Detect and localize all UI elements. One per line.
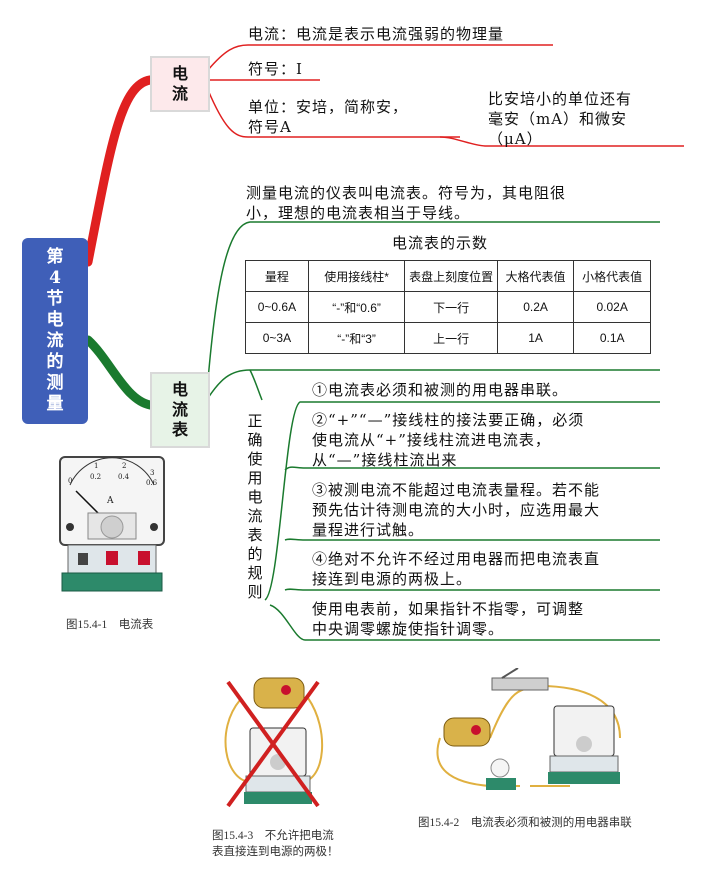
current-symbol: 符号：I xyxy=(248,60,303,78)
dial-label: 0.2 xyxy=(90,473,101,481)
rule-item: ②“+”“—”接线柱的接法要正确，必须 使电流从“+”接线柱流进电流表， 从“—… xyxy=(312,411,585,469)
root-title: 第4节电流的测量 xyxy=(46,247,64,414)
table-cell: “-”和“3” xyxy=(307,322,406,354)
table-header: 大格代表值 xyxy=(496,260,575,292)
series-circuit-illustration xyxy=(436,668,621,790)
table-header: 量程 xyxy=(245,260,309,292)
table-cell: 0.2A xyxy=(496,291,575,323)
rules-label: 正确使用电流表的规则 xyxy=(247,412,263,601)
fig2-caption: 图15.4-2 电流表必须和被测的用电器串联 xyxy=(418,817,632,829)
dial-label: 1 xyxy=(94,462,98,470)
table-header: 使用接线柱* xyxy=(307,260,406,292)
current-definition: 电流：电流是表示电流强弱的物理量 xyxy=(248,25,505,43)
fig1-caption: 图15.4-1 电流表 xyxy=(66,619,154,631)
ammeter-node-label: 电流表 xyxy=(171,380,188,439)
current-subunit: 比安培小的单位还有 毫安（mA）和微安 （μA） xyxy=(488,90,633,148)
table-row: 0~0.6A “-”和“0.6” 下一行 0.2A 0.02A xyxy=(245,291,651,323)
current-node: 电流 xyxy=(150,56,210,112)
ammeter-node: 电流表 xyxy=(150,372,210,448)
fig3-caption: 图15.4-3 不允许把电流 表直接连到电源的两极！ xyxy=(212,830,339,858)
rule-item: ③被测电流不能超过电流表量程。若不能 预先估计待测电流的大小时，应选用最大 量程… xyxy=(312,481,601,539)
dial-unit: A xyxy=(106,496,114,506)
dial-label: 0 xyxy=(68,477,72,485)
table-header: 表盘上刻度位置 xyxy=(404,260,498,292)
rule-item: ④绝对不允许不经过用电器而把电流表直 接连到电源的两极上。 xyxy=(312,550,601,588)
ammeter-illustration: 0 0.2 0.4 0.6 1 2 3 A xyxy=(59,456,165,592)
dial-label: 3 xyxy=(150,469,154,477)
table-row: 0~3A “-”和“3” 上一行 1A 0.1A xyxy=(245,322,651,354)
current-node-label: 电流 xyxy=(171,64,188,103)
table-cell: 0~3A xyxy=(245,322,309,354)
dial-label: 0.4 xyxy=(118,473,130,481)
dial-label: 2 xyxy=(122,462,126,470)
table-cell: 1A xyxy=(496,322,575,354)
table-cell: 0.02A xyxy=(573,291,651,323)
table-cell: 0.1A xyxy=(573,322,651,354)
root-node: 第4节电流的测量 xyxy=(22,238,88,424)
reading-table: 量程 使用接线柱* 表盘上刻度位置 大格代表值 小格代表值 0~0.6A “-”… xyxy=(245,260,651,354)
current-unit: 单位：安培，简称安， 符号A xyxy=(248,98,409,136)
table-cell: 上一行 xyxy=(404,322,498,354)
table-header: 小格代表值 xyxy=(573,260,651,292)
rule-item: 使用电表前，如果指针不指零，可调整 中央调零螺旋使指针调零。 xyxy=(312,600,585,638)
table-cell: 下一行 xyxy=(404,291,498,323)
forbidden-connection-illustration xyxy=(224,677,324,808)
table-cell: “-”和“0.6” xyxy=(307,291,406,323)
table-cell: 0~0.6A xyxy=(245,291,309,323)
table-title: 电流表的示数 xyxy=(392,234,489,252)
ammeter-description: 测量电流的仪表叫电流表。符号为，其电阻很 小，理想的电流表相当于导线。 xyxy=(246,184,567,222)
dial-label: 0.6 xyxy=(146,479,158,487)
rule-item: ①电流表必须和被测的用电器串联。 xyxy=(312,381,569,399)
table-header-row: 量程 使用接线柱* 表盘上刻度位置 大格代表值 小格代表值 xyxy=(245,260,651,292)
